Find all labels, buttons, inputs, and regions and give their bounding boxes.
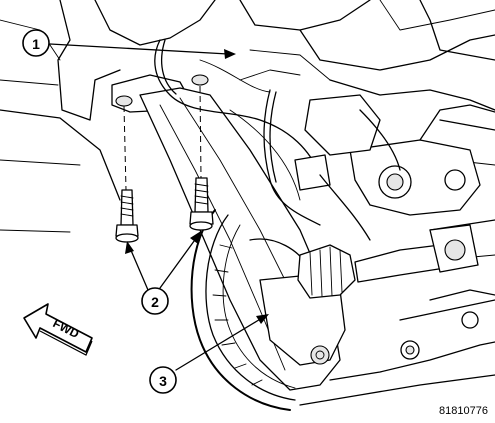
forward-direction-arrow: FWD — [23, 303, 93, 356]
callout-3: 3 — [149, 366, 177, 394]
callout-2: 2 — [141, 287, 169, 315]
callout-1: 1 — [22, 29, 50, 57]
axle-cv-boot — [297, 224, 479, 299]
callout-2-label: 2 — [151, 294, 159, 310]
lower-control-arm — [139, 87, 346, 391]
figure-id: 81810776 — [439, 405, 488, 417]
callout-3-label: 3 — [159, 373, 167, 389]
steering-knuckle — [299, 94, 495, 406]
callout-1-label: 1 — [32, 36, 40, 52]
bolt-left — [115, 105, 139, 243]
bolt-right — [189, 85, 214, 231]
leader-lines — [49, 43, 269, 371]
brake-lines — [154, 39, 401, 241]
